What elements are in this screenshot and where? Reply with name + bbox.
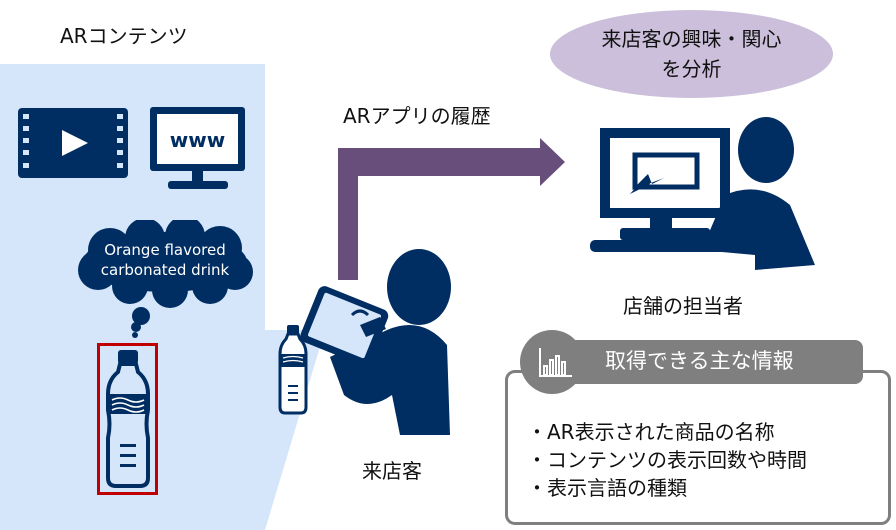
cloud-text: Orange flavored carbonated drink xyxy=(80,240,250,280)
info-box-title: 取得できる主な情報 xyxy=(605,349,794,373)
video-icon xyxy=(18,108,128,178)
analysis-line1: 来店客の興味・関心 xyxy=(601,27,782,51)
staff-label: 店舗の担当者 xyxy=(623,294,743,318)
bottle-icon xyxy=(106,350,150,488)
info-item: ・表示言語の種類 xyxy=(527,476,687,500)
ar-contents-title: ARコンテンツ xyxy=(60,24,188,48)
product-highlight-frame xyxy=(97,343,158,495)
info-item: ・AR表示された商品の名称 xyxy=(527,420,775,444)
history-arrow xyxy=(338,138,565,280)
analysis-bubble: 来店客の興味・関心 を分析 xyxy=(550,10,833,98)
info-item: ・コンテンツの表示回数や時間 xyxy=(527,448,807,472)
info-list: ・AR表示された商品の名称 ・コンテンツの表示回数や時間 ・表示言語の種類 xyxy=(527,418,807,502)
www-text: www xyxy=(170,128,225,152)
cloud-text-line2: carbonated drink xyxy=(100,261,230,279)
arrow-label: ARアプリの履歴 xyxy=(343,104,491,128)
staff-at-computer-icon xyxy=(590,117,815,270)
analysis-line2: を分析 xyxy=(661,57,722,81)
thought-cloud-icon xyxy=(78,220,253,338)
www-monitor-icon: www xyxy=(150,107,245,189)
customer-with-tablet-icon xyxy=(278,249,451,435)
bar-chart-icon xyxy=(539,348,572,377)
cloud-text-line1: Orange flavored xyxy=(104,241,226,259)
customer-label: 来店客 xyxy=(362,459,422,483)
